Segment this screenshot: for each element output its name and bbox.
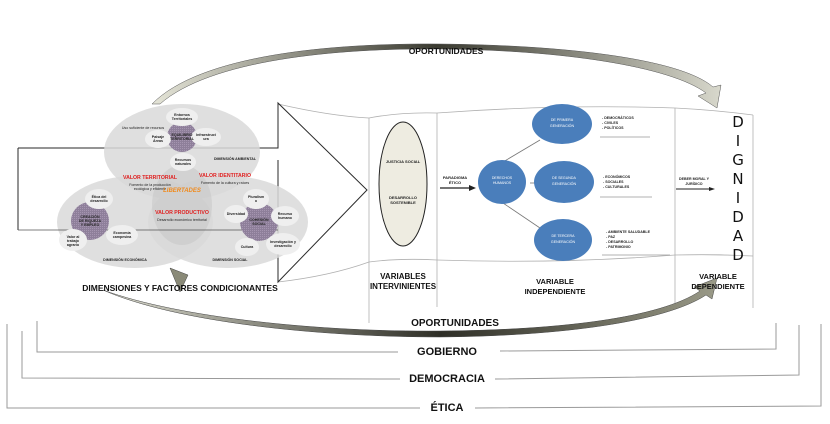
bracket-etica-label: ÉTICA [424, 402, 470, 414]
intervening-label-1: VARIABLES [380, 272, 426, 281]
eco-sat-economia: Economía campesina [112, 231, 132, 240]
paradigm-line2: ÉTICO [448, 180, 462, 185]
paradigm-arrowhead [469, 185, 476, 191]
gen3-line1: DE TERCERA [551, 234, 575, 238]
valor-productivo-desc: Desarrollo económico territorial [157, 218, 207, 222]
valor-identitario-desc: Fomento de la cultura y raíces [200, 181, 250, 185]
dignidad-letter: D [732, 113, 744, 131]
independent-label-2: INDEPENDIENTE [524, 287, 586, 296]
gen2-item: - SOCIALES [603, 180, 624, 184]
derechos-humanos-node [478, 160, 526, 204]
env-sat-infraestructura: Infraestructura [196, 133, 216, 142]
gen1-line2: GENERACIÓN [549, 124, 575, 128]
soc-sat-cultura: Cultura [240, 245, 254, 249]
valor-productivo-title: VALOR PRODUCTIVO [155, 210, 209, 216]
dignidad-letter: D [732, 208, 744, 226]
soc-sat-pluralismo: Pluralism o [248, 195, 265, 204]
soc-sat-recurso: Recurso humano [277, 212, 293, 221]
gen3-item: - PATRIMONIO [606, 245, 631, 249]
soc-sat-diversidad: Diversidad [226, 212, 246, 216]
env-sat-recursos: Recursos naturales [174, 158, 192, 167]
variables-frame [277, 103, 754, 323]
equilibrio-territorial-node [167, 122, 197, 152]
bracket-gobierno [36, 321, 777, 353]
duty-line1: DEBER MORAL Y [678, 177, 710, 181]
env-center-label: EQUILIBRIO TERRITORIAL [170, 133, 195, 142]
segunda-generacion-node [534, 161, 594, 203]
valor-territorial-desc: Fomento de la producción ecológica y efi… [129, 183, 171, 192]
soc-sat-investigacion: Investigación y desarrollo [270, 240, 296, 249]
valor-identitario-title: VALOR IDENTITARIO [199, 173, 251, 179]
eco-dimension: DIMENSIÓN ECONÓMICA [103, 258, 147, 262]
eco-center-label: CREACIÓN DE RIQUEZA Y EMPLEO [78, 215, 102, 228]
justicia-social-label: JUSTICIA SOCIAL [385, 159, 421, 164]
valor-territorial-title: VALOR TERRITORIAL [123, 175, 177, 181]
bracket-democracia [21, 325, 800, 380]
dependent-label-2: DEPENDIENTE [691, 282, 745, 291]
env-sat-entornos: Entornos Territoriales [171, 113, 193, 122]
dignidad-letter: D [732, 246, 744, 264]
intervening-ellipse [378, 121, 428, 247]
dignidad-letter: I [735, 189, 741, 207]
bracket-democracia-label: DEMOCRACIA [403, 373, 491, 385]
venn-title: DIMENSIONES Y FACTORES CONDICIONANTES [82, 283, 278, 293]
gen3-item: - AMBIENTE SALUDABLE [606, 230, 650, 234]
intervening-label-2: INTERVINIENTES [369, 282, 437, 291]
gen3-item: - DESARROLLO [606, 240, 634, 244]
duty-line2: JURÍDICO [685, 182, 703, 186]
hub-line1: DERECHOS [491, 176, 513, 180]
primera-generacion-node [532, 104, 592, 144]
dignidad-letter: N [732, 170, 744, 188]
bottom-opportunities-arc [102, 277, 718, 338]
gen3-line2: GENERACIÓN [550, 240, 576, 244]
env-dimension: DIMENSIÓN AMBIENTAL [213, 157, 257, 161]
eco-sat-etica: Ética del desarrollo [90, 195, 108, 204]
gen2-item: - ECONÓMICOS [603, 175, 631, 179]
soc-center-label: COHESIÓN SOCIAL [249, 218, 269, 227]
creacion-riqueza-node [71, 202, 109, 240]
duty-arrowhead [709, 187, 715, 191]
venn-diagram [18, 104, 308, 268]
soc-dimension: DIMENSIÓN SOCIAL [212, 258, 248, 262]
top-opportunities-label: OPORTUNIDADES [408, 46, 484, 56]
gen2-line2: GENERACIÓN [551, 182, 577, 186]
gen3-item: - PAZ [606, 235, 616, 239]
eco-sat-valor: Valor al trabajo agrario [66, 235, 80, 248]
bracket-gobierno-label: GOBIERNO [411, 346, 483, 358]
bottom-opportunities-label: OPORTUNIDADES [411, 318, 499, 329]
desarrollo-sostenible-label: DESARROLLO SOSTENIBLE [389, 195, 417, 205]
hub-line2: HUMANOS [492, 181, 512, 185]
dependent-label-1: VARIABLE [699, 272, 737, 281]
env-sat-paisaje: Paisaje Áreas [151, 135, 165, 144]
dignidad-letter: A [732, 227, 744, 245]
gen2-line1: DE SEGUNDA [552, 176, 576, 180]
bracket-etica [6, 324, 822, 409]
gen1-item: - DEMOCRÁTICOS [602, 116, 634, 120]
gen1-line1: DE PRIMERA [550, 118, 574, 122]
libertades-label: LIBERTADES [163, 188, 201, 194]
top-opportunities-arc [151, 43, 722, 109]
dignidad-letter: I [735, 132, 741, 150]
independent-label-1: VARIABLE [536, 277, 574, 286]
env-note: Uso suficiente de recursos [121, 126, 165, 130]
paradigm-line1: PARADIGMA [442, 175, 468, 180]
dignidad-letter: G [732, 151, 744, 169]
gen1-item: - POLÍTICOS [602, 126, 624, 130]
gen1-item: - CIVILES [602, 121, 619, 125]
cohesion-social-node [240, 203, 278, 241]
gen2-item: - CULTURALES [603, 185, 630, 189]
tercera-generacion-node [534, 219, 592, 261]
